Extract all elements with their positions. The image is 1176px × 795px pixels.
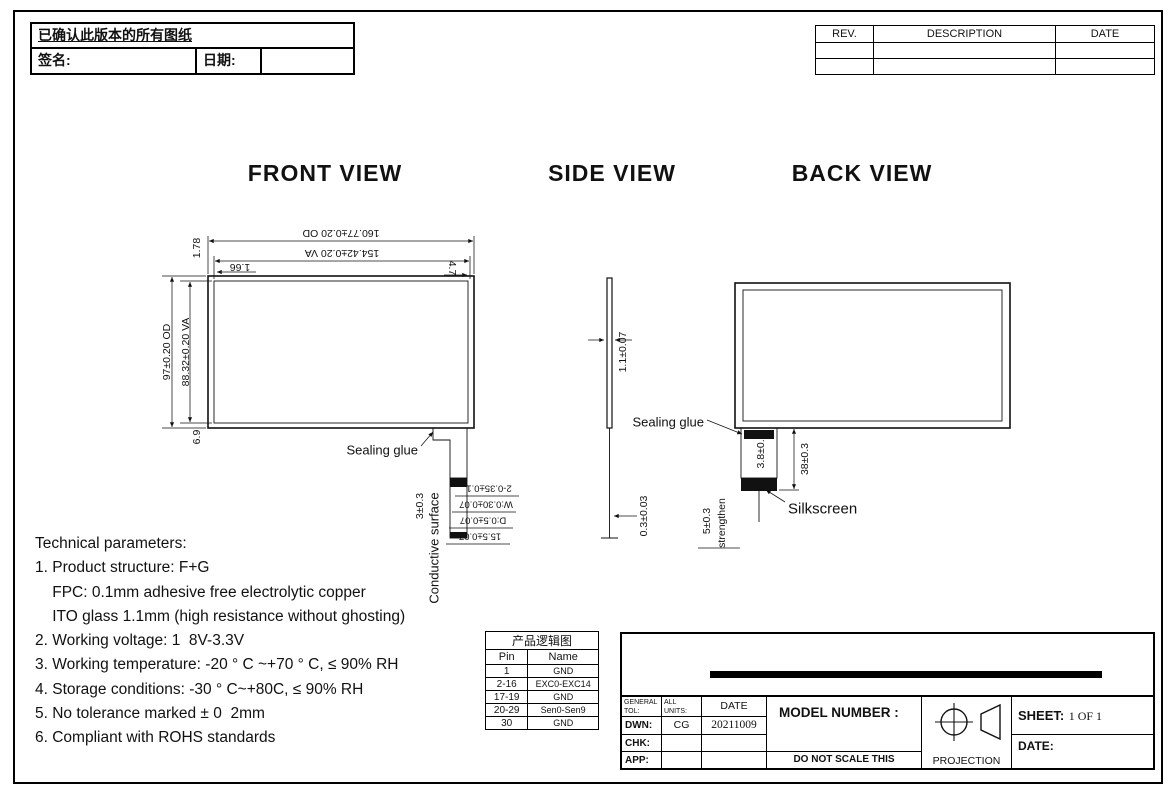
tech-line-5: 3. Working temperature: -20 ° C ~+70 ° C… (35, 656, 399, 674)
tech-line-6: 4. Storage conditions: -30 ° C~+80C, ≤ 9… (35, 680, 364, 698)
pin-cell: 17-19 (484, 690, 529, 704)
projection-symbol-icon (935, 703, 1001, 741)
units-label: ALL UNITS: (664, 699, 687, 716)
model-number-label: MODEL NUMBER : (767, 697, 922, 752)
technical-parameters: Technical parameters: 1. Product structu… (35, 532, 485, 751)
date-column-header: DATE (702, 697, 767, 717)
name-col-header: Name (527, 649, 599, 665)
pin-col-header: Pin (484, 649, 529, 665)
title-block-top-line (622, 695, 1153, 697)
sheet-border (13, 10, 1163, 784)
rev-row-cell (816, 59, 874, 74)
projection-cell: PROJECTION (922, 697, 1012, 768)
pin-name-cell: EXC0-EXC14 (527, 677, 599, 691)
tech-line-8: 6. Compliant with ROHS standards (35, 729, 276, 747)
sign-label: 签名: (32, 49, 197, 73)
front-view-title: FRONT VIEW (247, 160, 403, 186)
no-scale-note: DO NOT SCALE THIS DRAWING. (767, 752, 922, 768)
pin-name-cell: GND (527, 690, 599, 704)
rev-header: REV. (816, 26, 874, 43)
tech-line-4: 2. Working voltage: 1 8V-3.3V (35, 632, 245, 650)
tech-line-1: 1. Product structure: F+G (35, 559, 210, 577)
description-header: DESCRIPTION (874, 26, 1056, 43)
date-value-cell (262, 49, 353, 73)
app-value-cell (662, 752, 702, 768)
confirmation-row: 签名: 日期: (32, 49, 353, 73)
confirmation-title: 已确认此版本的所有图纸 (32, 24, 353, 49)
chk-value-cell (662, 735, 702, 752)
confirmation-box: 已确认此版本的所有图纸 签名: 日期: (30, 22, 355, 75)
date-header: DATE (1056, 26, 1154, 43)
rev-row-cell (874, 43, 1056, 59)
sheet-value: 1 OF 1 (1068, 709, 1103, 723)
revision-bar (710, 671, 1102, 678)
dwn-date: 20211009 (702, 717, 767, 735)
chk-label: CHK: (622, 735, 662, 752)
app-label: APP: (622, 752, 662, 768)
pin-cell: 1 (484, 664, 529, 678)
units-cell: ALL UNITS: mm (662, 697, 702, 717)
pin-name-cell: Sen0-Sen9 (527, 703, 599, 717)
back-view-title: BACK VIEW (791, 160, 933, 186)
pin-name-cell: GND (527, 664, 599, 678)
app-date-cell (702, 752, 767, 768)
date-cell: DATE: (1018, 739, 1054, 753)
chk-date-cell (702, 735, 767, 752)
revision-table: REV. DESCRIPTION DATE (815, 25, 1155, 75)
pin-cell: 2-16 (484, 677, 529, 691)
tech-line-7: 5. No tolerance marked ± 0 2mm (35, 705, 265, 723)
pin-name-cell: GND (527, 716, 599, 730)
tech-line-2: FPC: 0.1mm adhesive free electrolytic co… (35, 583, 366, 601)
title-block: GENERAL TOL: 0.20 ALL UNITS: mm DATE DWN… (620, 632, 1155, 770)
pin-table-title: 产品逻辑图 (485, 631, 599, 650)
date-label: 日期: (197, 49, 262, 73)
dwn-value: CG (662, 717, 702, 735)
projection-label: PROJECTION (932, 755, 1001, 767)
rev-row-cell (874, 59, 1056, 74)
general-tol-label: GENERAL TOL: (624, 699, 658, 716)
tech-title: Technical parameters: (35, 535, 187, 552)
general-tol-cell: GENERAL TOL: 0.20 (622, 697, 662, 717)
side-view-title: SIDE VIEW (548, 160, 676, 186)
rev-row-cell (1056, 59, 1154, 74)
dwn-label: DWN: (622, 717, 662, 735)
rev-row-cell (1056, 43, 1154, 59)
pin-table: 产品逻辑图 Pin Name 1 GND 2-16 EXC0-EXC14 17-… (484, 631, 599, 730)
pin-cell: 30 (484, 716, 529, 730)
tech-line-3: ITO glass 1.1mm (high resistance without… (35, 607, 406, 625)
sheet-cell: SHEET: 1 OF 1 (1012, 697, 1153, 735)
pin-cell: 20-29 (484, 703, 529, 717)
sheet-label: SHEET: (1018, 708, 1065, 723)
rev-row-cell (816, 43, 874, 59)
